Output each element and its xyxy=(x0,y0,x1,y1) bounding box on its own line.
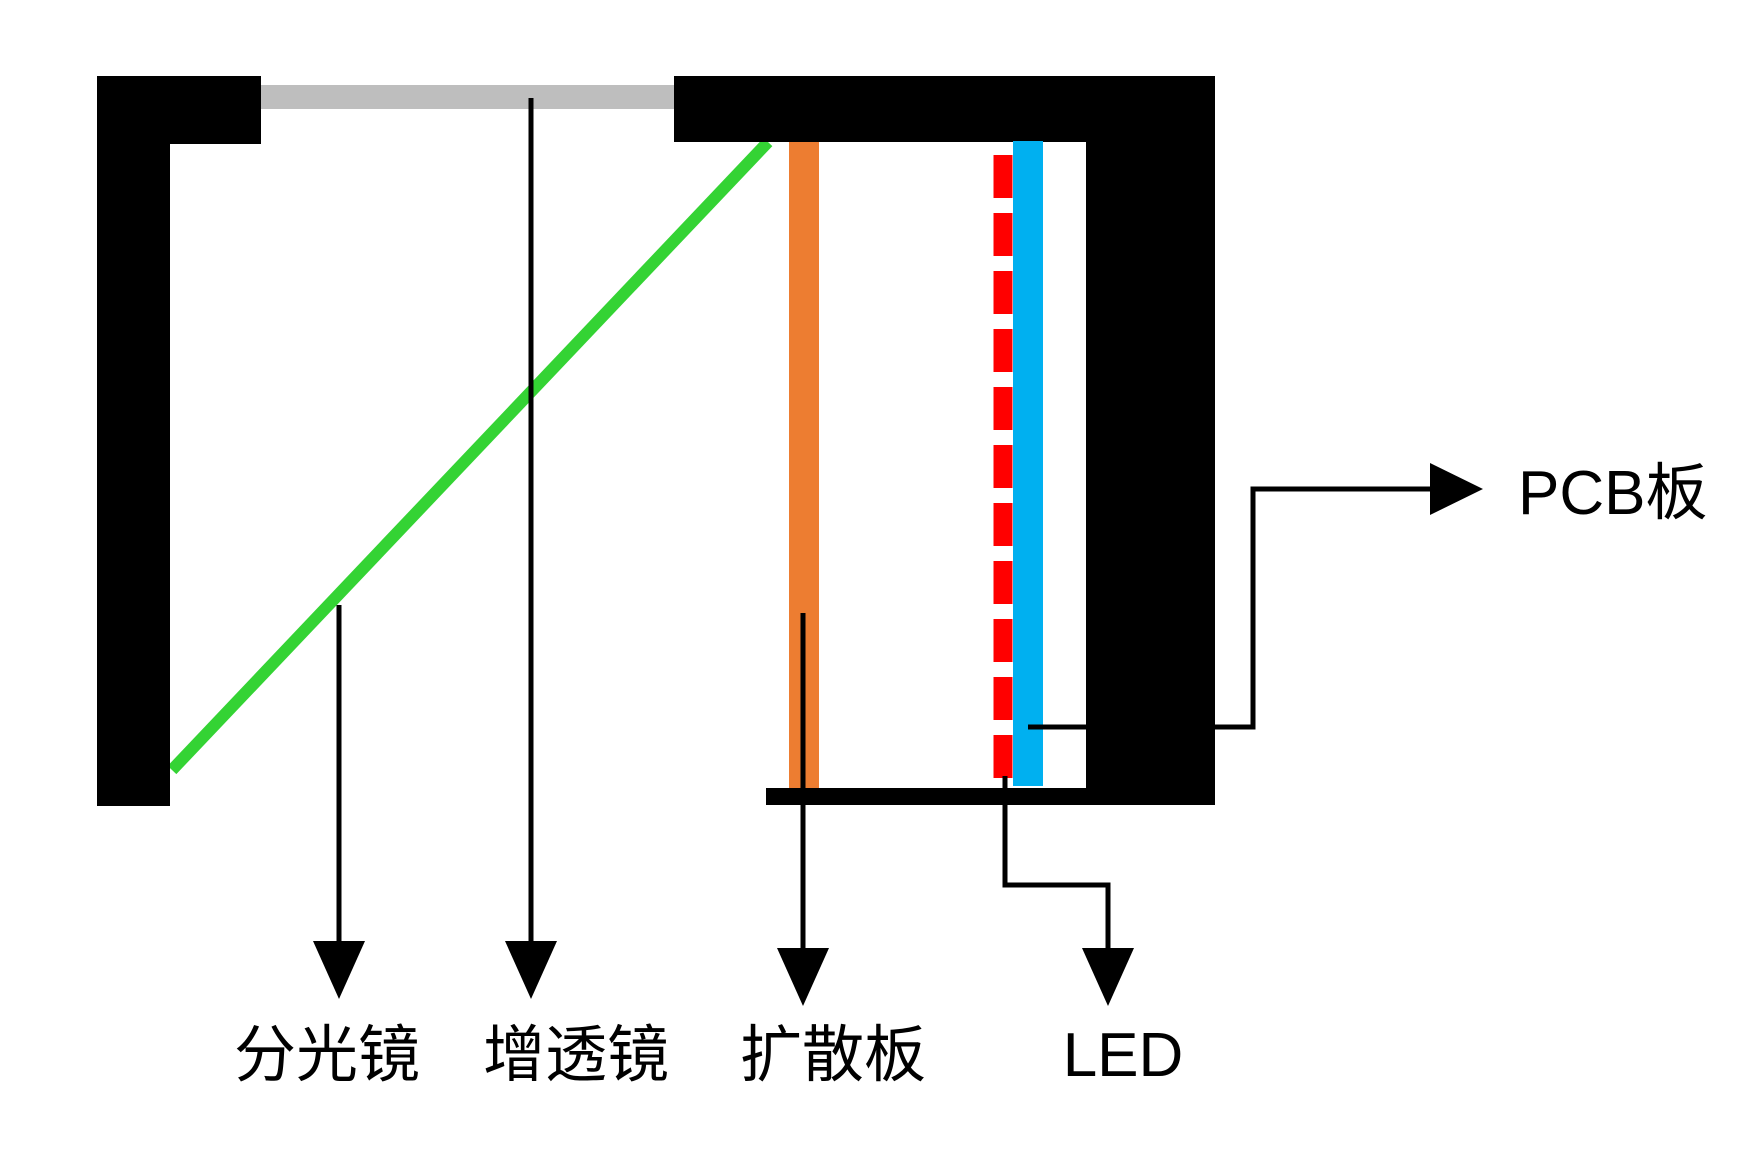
pcb-label: PCB板 xyxy=(1518,459,1708,528)
pcb-arrowhead xyxy=(1430,463,1483,515)
ar-lens-label: 增透镜 xyxy=(482,1021,670,1090)
led-arrow-shaft xyxy=(1002,776,1111,951)
housing-right-wall xyxy=(1086,76,1215,805)
led-arrowhead xyxy=(1082,948,1134,1006)
beam-splitter-line xyxy=(167,137,773,775)
beam-splitter-label: 分光镜 xyxy=(233,1021,421,1090)
housing-left-wall xyxy=(97,76,170,806)
led-label: LED xyxy=(1062,1021,1184,1090)
diffuser-label: 扩散板 xyxy=(739,1021,927,1090)
pcb-board-bar xyxy=(1013,141,1043,786)
pcb-connector-line xyxy=(1028,486,1432,730)
housing-bottom-bar xyxy=(766,788,1215,805)
ar-lens-bar xyxy=(261,85,674,109)
ar-lens-arrowhead xyxy=(505,941,557,999)
beam-splitter-arrowhead xyxy=(313,941,365,999)
diffuser-arrowhead xyxy=(777,948,829,1006)
